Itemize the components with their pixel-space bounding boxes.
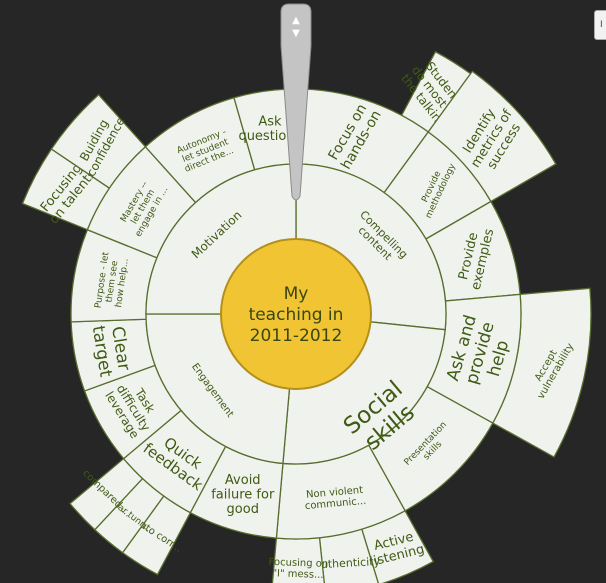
- segment-focusing-on-i-mess-shape[interactable]: [271, 537, 325, 583]
- chevron-down-icon[interactable]: ▼: [292, 28, 300, 39]
- center-circle[interactable]: [220, 238, 372, 390]
- rotation-handle[interactable]: ▲ ▼: [280, 3, 312, 201]
- segment-focusing-on-i-mess[interactable]: Focusing on"I" mess...: [268, 537, 328, 583]
- corner-button[interactable]: I: [594, 10, 606, 40]
- rotation-handle-shape[interactable]: [280, 3, 312, 201]
- chevron-up-icon[interactable]: ▲: [292, 15, 300, 26]
